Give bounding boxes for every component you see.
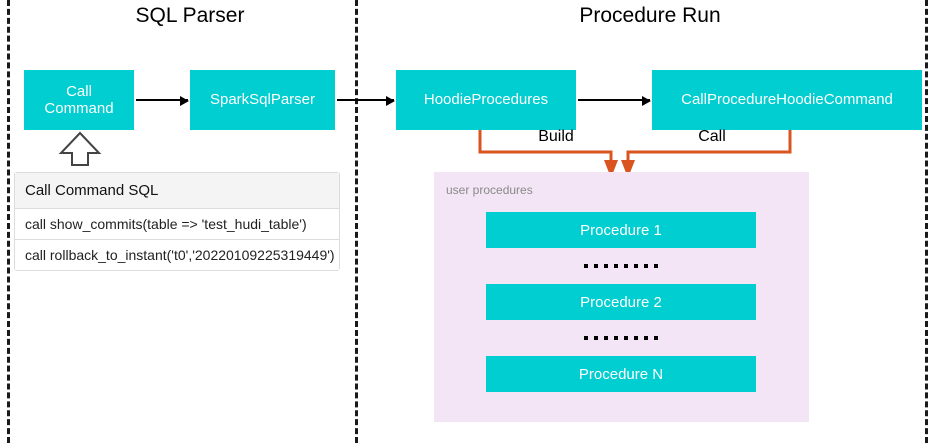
ellipsis-dot [614, 264, 618, 268]
divider-dashed-middle [355, 0, 358, 443]
divider-dashed-right [925, 0, 928, 443]
sql-table-header: Call Command SQL [14, 172, 340, 209]
ellipsis-dots [486, 320, 756, 356]
edge-label-call: Call [698, 128, 726, 145]
section-title-procedure-run: Procedure Run [579, 4, 721, 27]
ellipsis-dot [654, 264, 658, 268]
ellipsis-dot [584, 264, 588, 268]
section-title-sql-parser: SQL Parser [135, 4, 245, 27]
edge-label-build: Build [538, 128, 574, 145]
procedure-item[interactable]: Procedure 2 [486, 284, 756, 320]
procedure-item[interactable]: Procedure N [486, 356, 756, 392]
ellipsis-dot [614, 336, 618, 340]
ellipsis-dot [594, 264, 598, 268]
user-procedures-caption: user procedures [446, 183, 533, 197]
ellipsis-dot [644, 264, 648, 268]
node-spark-sql-parser[interactable]: SparkSqlParser [190, 70, 335, 130]
divider-dashed-left [7, 0, 10, 443]
ellipsis-dot [594, 336, 598, 340]
sql-table-row: call rollback_to_instant('t0','202201092… [14, 240, 340, 271]
call-command-sql-table: Call Command SQL call show_commits(table… [14, 172, 340, 271]
procedure-item[interactable]: Procedure 1 [486, 212, 756, 248]
user-procedures-panel: user procedures Procedure 1 Procedure 2 … [434, 172, 809, 422]
ellipsis-dot [624, 336, 628, 340]
ellipsis-dot [584, 336, 588, 340]
ellipsis-dot [634, 336, 638, 340]
ellipsis-dots [486, 248, 756, 284]
node-call-command-line1: Call [66, 82, 92, 100]
arrow-call-command-to-spark-sql-parser [136, 96, 189, 106]
node-call-command[interactable]: Call Command [24, 70, 134, 130]
ellipsis-dot [644, 336, 648, 340]
arrow-spark-sql-parser-to-hoodie-procedures [337, 96, 395, 106]
node-call-procedure-hoodie-command[interactable]: CallProcedureHoodieCommand [652, 70, 922, 130]
ellipsis-dot [604, 336, 608, 340]
ellipsis-dot [624, 264, 628, 268]
node-hoodie-procedures[interactable]: HoodieProcedures [396, 70, 576, 130]
ellipsis-dot [654, 336, 658, 340]
up-arrow-icon [58, 131, 102, 166]
ellipsis-dot [634, 264, 638, 268]
sql-table-row: call show_commits(table => 'test_hudi_ta… [14, 209, 340, 240]
node-call-command-line2: Command [44, 100, 114, 117]
arrow-hoodie-procedures-to-call-procedure-hoodie-command [578, 96, 651, 106]
ellipsis-dot [604, 264, 608, 268]
